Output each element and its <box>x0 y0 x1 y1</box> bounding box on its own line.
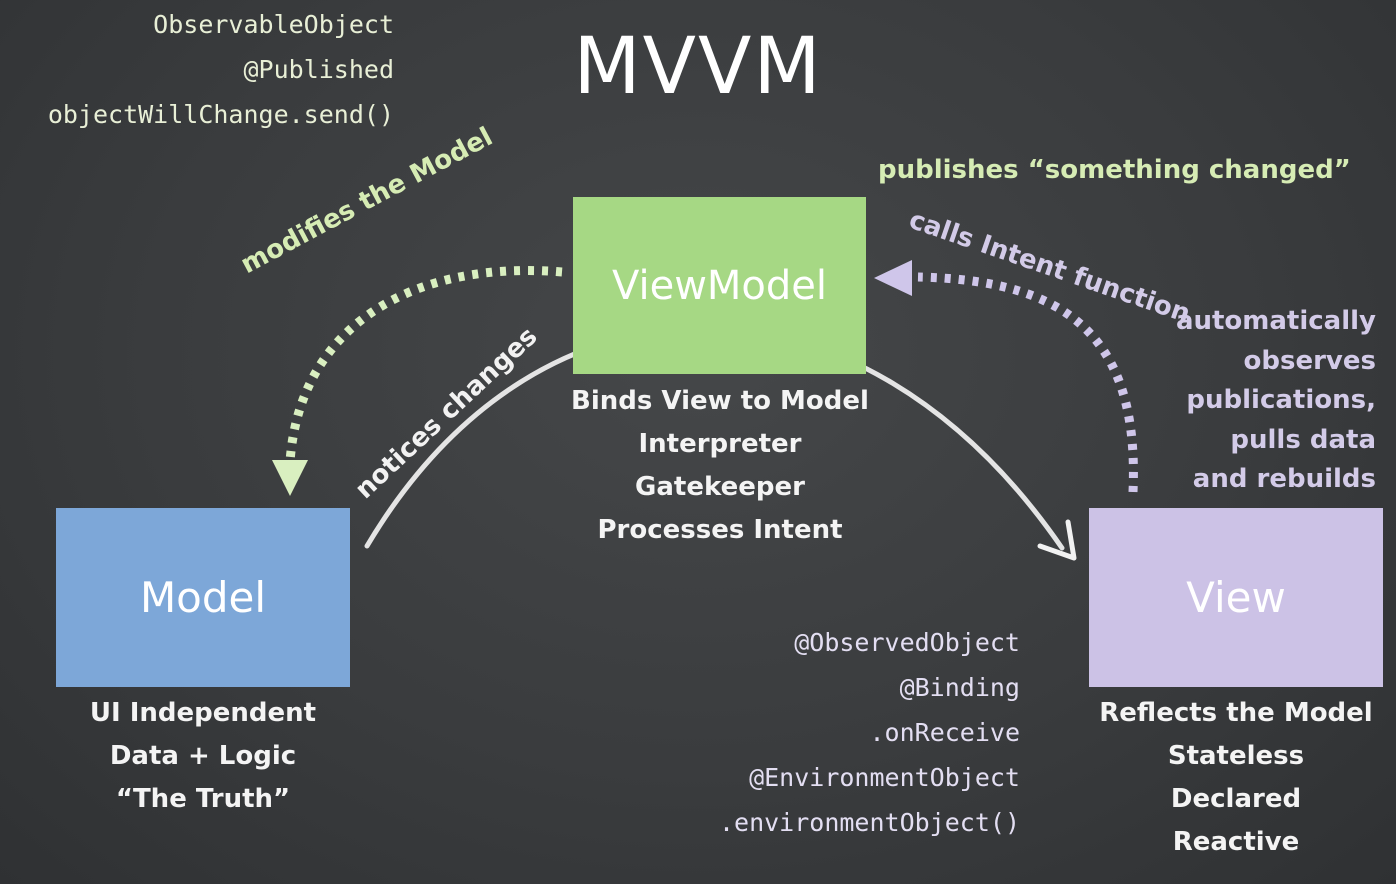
code-line: @ObservedObject <box>794 628 1020 657</box>
code-line: ObservableObject <box>153 10 394 39</box>
calls-intent-arrowhead <box>874 260 912 296</box>
observes-line: automatically <box>1175 306 1376 336</box>
code-line: objectWillChange.send() <box>47 100 394 129</box>
view-code-list: @ObservedObject @Binding .onReceive @Env… <box>719 620 1020 845</box>
description-line: Data + Logic <box>109 741 297 771</box>
observes-line: observes <box>1243 345 1376 376</box>
description-line: Interpreter <box>638 429 802 459</box>
description-line: Declared <box>1170 784 1302 814</box>
description-line: Stateless <box>1167 741 1305 771</box>
modifies-model-arrow <box>285 266 563 463</box>
viewmodel-box: ViewModel <box>573 197 866 374</box>
notices-changes-arrowhead <box>1037 519 1077 561</box>
code-line: @EnvironmentObject <box>749 763 1020 792</box>
description-line: Processes Intent <box>597 515 843 545</box>
observes-line: and rebuilds <box>1192 464 1376 494</box>
description-line: “The Truth” <box>115 784 291 814</box>
description-line: Gatekeeper <box>635 472 805 502</box>
view-box: View <box>1089 508 1383 687</box>
code-line: .onReceive <box>869 718 1020 747</box>
description-line: Reflects the Model <box>1099 698 1373 728</box>
model-box: Model <box>56 508 350 687</box>
viewmodel-code-list: ObservableObject @Published objectWillCh… <box>48 2 394 137</box>
publishes-label: publishes “something changed” <box>878 155 1351 185</box>
model-description: UI Independent Data + Logic “The Truth” <box>40 692 366 821</box>
observes-line: publications, <box>1186 385 1376 415</box>
description-line: Binds View to Model <box>571 386 869 416</box>
code-line: @Binding <box>899 673 1020 702</box>
description-line: Reactive <box>1172 827 1300 857</box>
observes-line: pulls data <box>1230 424 1376 455</box>
modifies-model-arrowhead <box>272 460 308 496</box>
calls-intent-arrow <box>917 272 1138 493</box>
view-description: Reflects the Model Stateless Declared Re… <box>1080 692 1392 864</box>
description-line: UI Independent <box>89 698 317 728</box>
observes-label: automatically observes publications, pul… <box>1176 302 1376 500</box>
diagram-title: MVVM <box>573 22 823 112</box>
code-line: .environmentObject() <box>718 808 1020 837</box>
viewmodel-description: Binds View to Model Interpreter Gatekeep… <box>560 380 880 552</box>
code-line: @Published <box>243 55 394 84</box>
